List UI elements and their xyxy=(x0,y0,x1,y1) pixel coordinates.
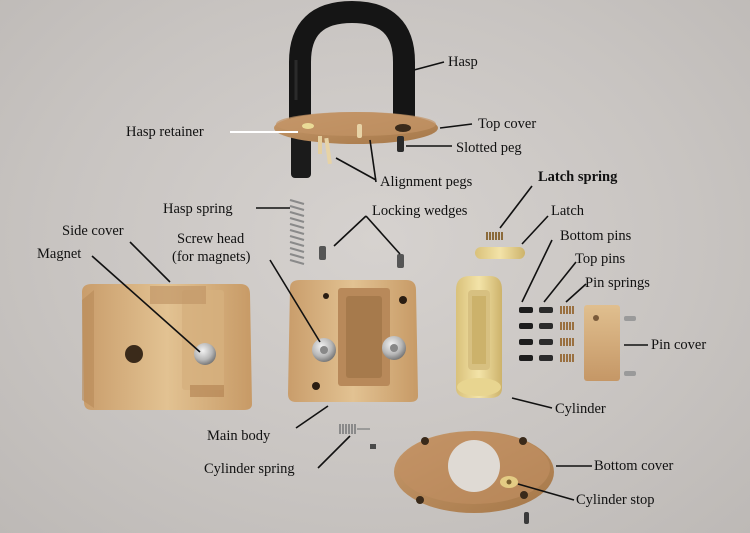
cylinder-spring-pin xyxy=(370,444,376,449)
label-alignment-pegs: Alignment pegs xyxy=(380,174,473,190)
label-cylinder: Cylinder xyxy=(555,401,606,417)
locking-wedges-part xyxy=(319,246,404,268)
label-latch-spring: Latch spring xyxy=(538,169,618,185)
label-hasp-spring: Hasp spring xyxy=(163,201,233,217)
pin-springs-part xyxy=(560,306,574,362)
label-main-body: Main body xyxy=(207,428,271,444)
loose-screw xyxy=(524,512,529,524)
label-hasp: Hasp xyxy=(448,54,478,70)
hasp-part xyxy=(289,0,415,178)
label-hasp-retainer: Hasp retainer xyxy=(126,124,204,140)
label-top-pins: Top pins xyxy=(575,251,626,267)
cylinder-part xyxy=(456,276,502,398)
label-top-cover: Top cover xyxy=(478,116,537,132)
side-cover-part xyxy=(82,284,252,410)
latch-spring-part xyxy=(486,232,503,240)
cylinder-stop-part xyxy=(500,476,518,488)
label-latch: Latch xyxy=(551,203,585,219)
label-magnet: Magnet xyxy=(37,246,82,262)
label-cylinder-stop: Cylinder stop xyxy=(576,492,655,508)
label-cylinder-spring: Cylinder spring xyxy=(204,461,295,477)
bottom-pins-part xyxy=(519,307,533,361)
bottom-cover-part xyxy=(394,431,554,513)
hasp-spring-part xyxy=(289,198,305,266)
label-bottom-cover: Bottom cover xyxy=(594,458,674,474)
label-locking-wedges: Locking wedges xyxy=(372,203,468,219)
latch-part xyxy=(475,247,525,259)
slotted-peg-part xyxy=(397,136,404,152)
leader-lines xyxy=(91,61,648,501)
cylinder-spring-part xyxy=(339,424,370,434)
label-screw-head: Screw head xyxy=(177,231,245,247)
label-pin-springs: Pin springs xyxy=(585,275,650,291)
label-screw-head-note: (for magnets) xyxy=(172,249,251,265)
top-cover-part xyxy=(274,112,438,144)
top-pins-part xyxy=(539,307,553,361)
pin-cover-part xyxy=(584,305,636,381)
label-pin-cover: Pin cover xyxy=(651,337,707,353)
label-side-cover: Side cover xyxy=(62,223,124,239)
alignment-pegs-part xyxy=(318,124,362,165)
label-bottom-pins: Bottom pins xyxy=(560,228,632,244)
label-slotted-peg: Slotted peg xyxy=(456,140,522,156)
main-body-part xyxy=(288,280,418,402)
